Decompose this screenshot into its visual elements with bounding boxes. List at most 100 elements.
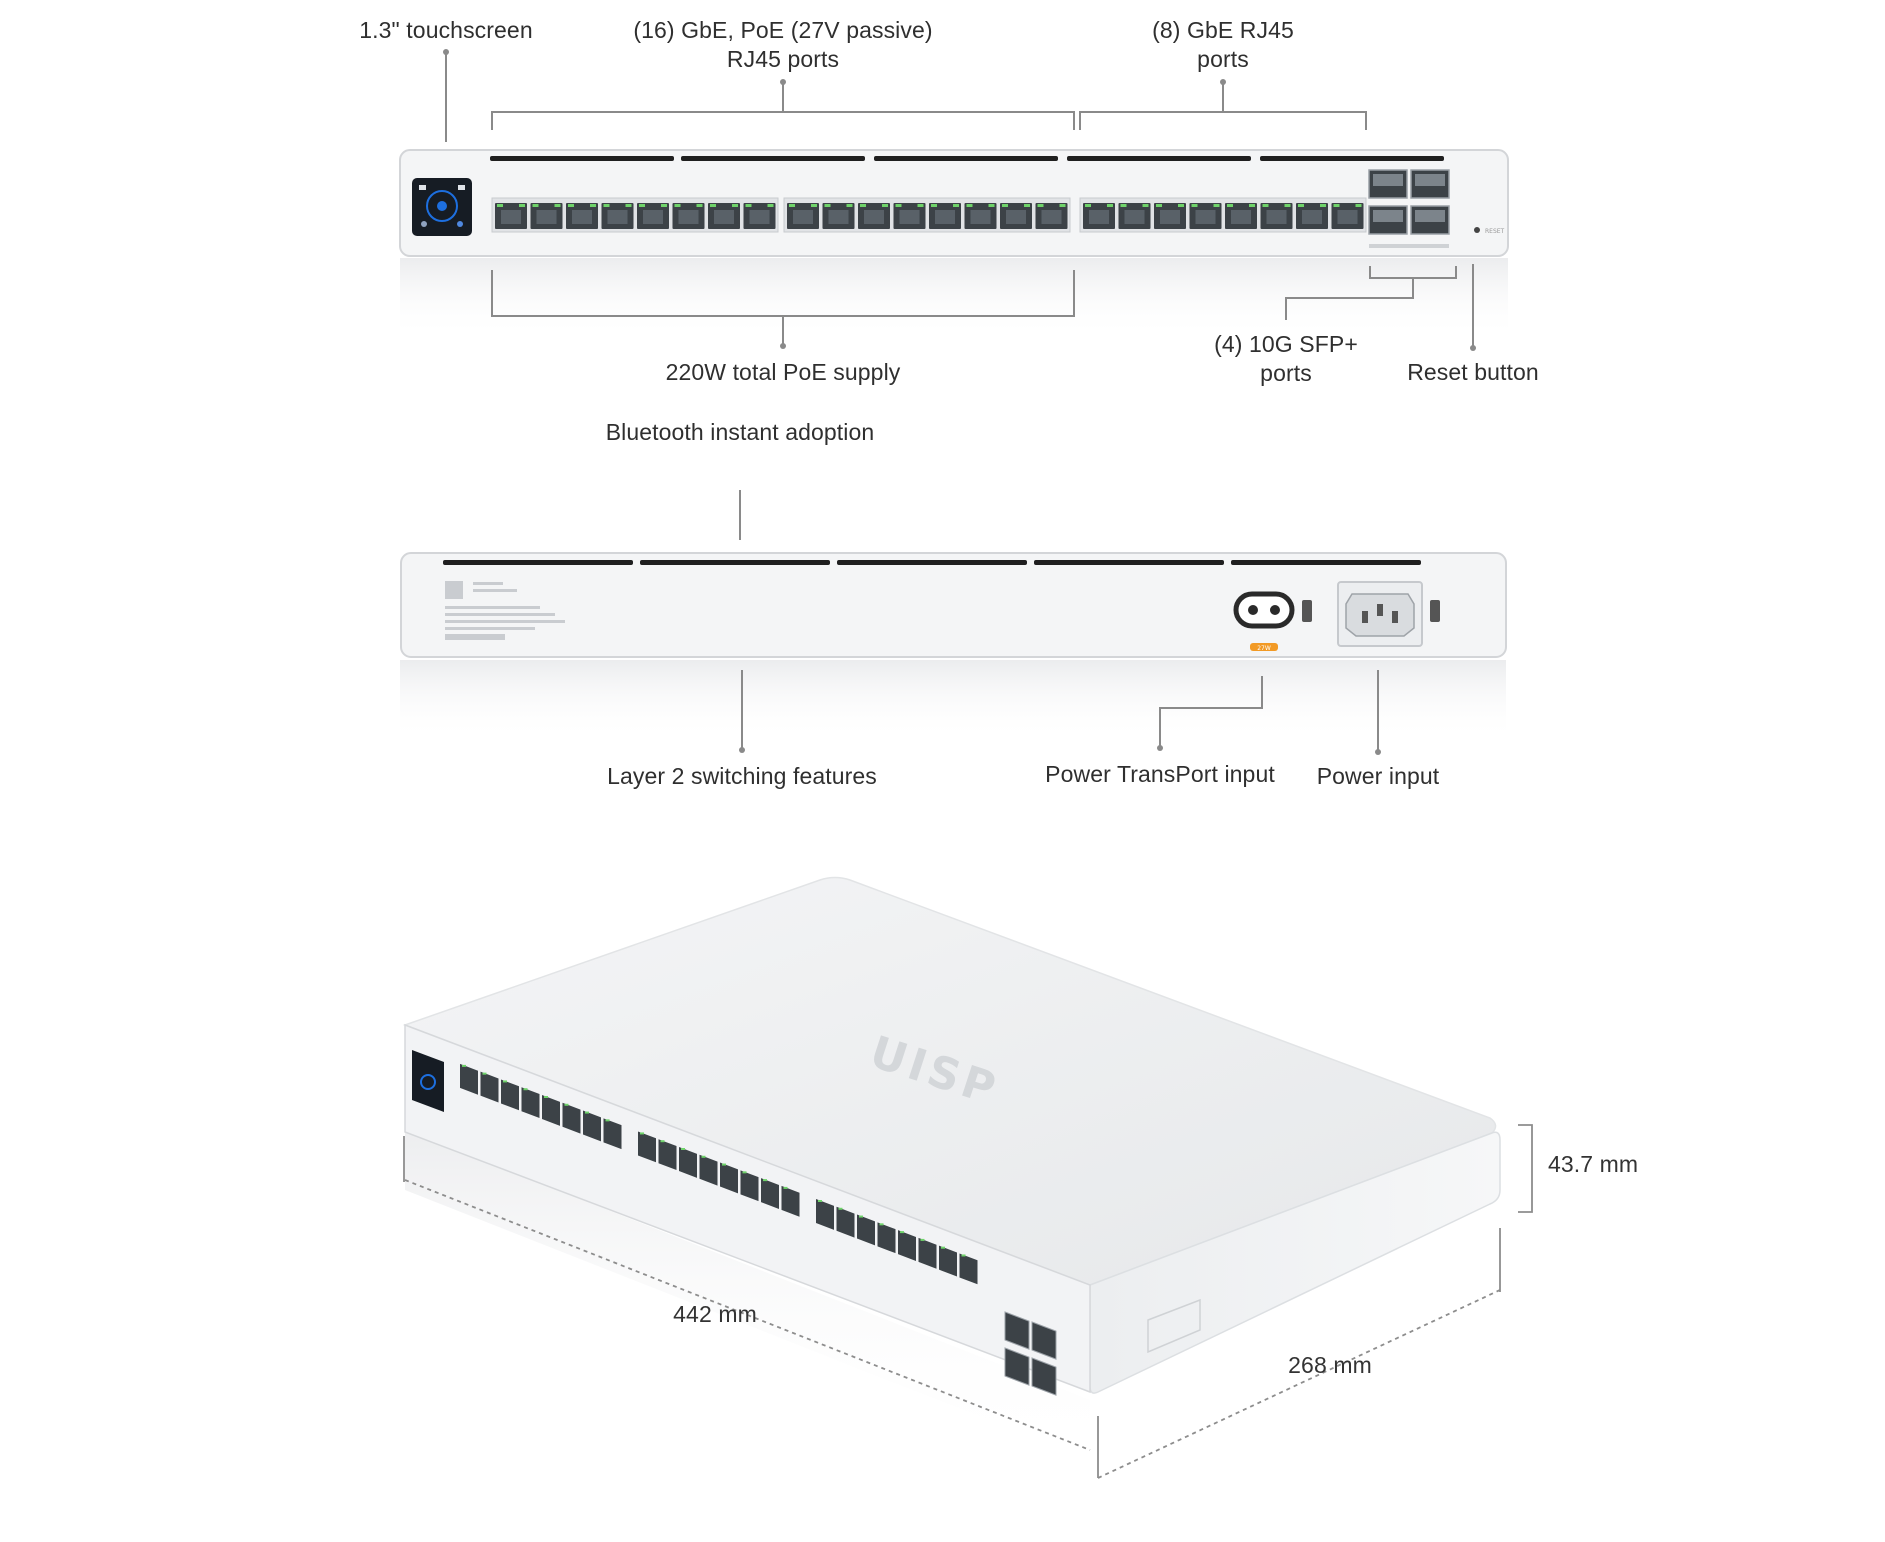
iso-port-led [879, 1223, 884, 1226]
port-contacts [935, 210, 955, 224]
isometric-view-illustration: UISP [402, 876, 1533, 1479]
iso-rj45-port [521, 1087, 540, 1119]
dim-height: 43.7 mm [1548, 1151, 1639, 1177]
port-contacts [793, 210, 813, 224]
sfp-cage-inner [1373, 174, 1403, 186]
port-led [1227, 204, 1233, 207]
dim-depth: 268 mm [1288, 1352, 1372, 1378]
port-led [674, 204, 681, 207]
iso-port-led [585, 1111, 589, 1114]
vent-slot [1260, 156, 1444, 161]
port-contacts [607, 210, 628, 224]
vent-slot [837, 560, 1027, 565]
transport-badge: 27W [1257, 645, 1271, 652]
reset-button-hole [1474, 227, 1480, 233]
touchscreen-display [412, 178, 472, 236]
port-contacts [714, 210, 734, 224]
port-led [1142, 204, 1149, 207]
vent-slot [443, 560, 633, 565]
port-led [696, 204, 703, 207]
port-contacts [1337, 210, 1358, 224]
dim-width: 442 mm [673, 1301, 757, 1327]
port-led [1120, 204, 1127, 207]
port-contacts [536, 210, 557, 224]
iso-port-led [941, 1246, 945, 1249]
iso-rj45-port [460, 1063, 478, 1095]
iso-port-led [544, 1096, 548, 1098]
vent-slot [1067, 156, 1251, 161]
iso-rj45-port [836, 1206, 855, 1238]
iso-sfp-cage [1004, 1311, 1030, 1350]
port-contacts [643, 210, 663, 224]
rear-reflection [400, 660, 1506, 740]
iso-dimension-ticks [403, 1124, 1533, 1478]
port-contacts [501, 210, 521, 224]
port-contacts [1089, 210, 1109, 224]
iso-rj45-port [761, 1178, 779, 1209]
iso-port-led [605, 1119, 610, 1122]
power-transport-port: 27W [1233, 591, 1295, 652]
port-contacts [749, 210, 770, 224]
port-contacts [1266, 210, 1287, 224]
iso-port-led [920, 1238, 925, 1241]
iso-dimension-lines [404, 1179, 1501, 1479]
iso-port-led [818, 1200, 822, 1202]
port-led [1213, 204, 1220, 207]
iso-port-led [462, 1064, 466, 1067]
sfp-cage-inner [1415, 174, 1445, 186]
port-led [1059, 204, 1066, 207]
iso-rj45-port [699, 1154, 718, 1186]
iso-rj45-port [638, 1131, 656, 1163]
port-led [811, 204, 817, 207]
iso-port-led [859, 1215, 863, 1218]
iso-rj45-port [658, 1139, 677, 1171]
sfp-bar [1369, 244, 1449, 248]
iso-reflection [405, 1130, 1090, 1460]
port-led [1320, 204, 1326, 207]
iso-port-led [900, 1231, 904, 1234]
port-led [554, 204, 561, 207]
front-view-illustration: RESET [399, 49, 1509, 351]
port-led [568, 204, 574, 207]
port-led [1156, 204, 1162, 207]
rear-regulatory-label [445, 581, 565, 640]
iso-sfp-cage [1031, 1321, 1057, 1360]
port-contacts [1160, 210, 1180, 224]
port-led [1085, 204, 1091, 207]
port-led [882, 204, 888, 207]
port-led [625, 204, 632, 207]
iso-rj45-port [939, 1245, 957, 1277]
port-contacts [970, 210, 991, 224]
iso-top-face [402, 876, 1497, 1286]
vent-slot [490, 156, 674, 161]
sfp-cage-inner [1373, 210, 1403, 222]
iso-rj45-port [501, 1079, 519, 1111]
front-leader-lines [445, 52, 1474, 348]
port-led [1024, 204, 1030, 207]
port-contacts [1302, 210, 1322, 224]
port-contacts [572, 210, 592, 224]
iso-rj45-port [679, 1147, 697, 1178]
iso-rj45-ports [460, 1063, 978, 1285]
front-rj45-ports [491, 197, 1367, 233]
label-poe-supply: 220W total PoE supply [665, 359, 901, 385]
iso-sfp-cages [1004, 1311, 1057, 1396]
label-power-input: Power input [1316, 763, 1440, 789]
iso-sfp-cage [1031, 1357, 1057, 1396]
iso-rj45-port [918, 1237, 937, 1269]
port-led [789, 204, 795, 207]
iso-rj45-port [816, 1199, 834, 1230]
port-led [931, 204, 937, 207]
port-led [917, 204, 924, 207]
port-led [745, 204, 752, 207]
port-led [953, 204, 959, 207]
label-sfp-ports: (4) 10G SFP+ ports [1214, 331, 1358, 386]
vent-slot [1034, 560, 1224, 565]
front-vent-slots [490, 156, 1444, 161]
port-led [532, 204, 539, 207]
iso-rj45-port [959, 1253, 978, 1285]
port-contacts [1041, 210, 1062, 224]
port-led [1298, 204, 1304, 207]
rear-leader-lines [739, 490, 1379, 752]
iso-rj45-port [877, 1222, 896, 1254]
